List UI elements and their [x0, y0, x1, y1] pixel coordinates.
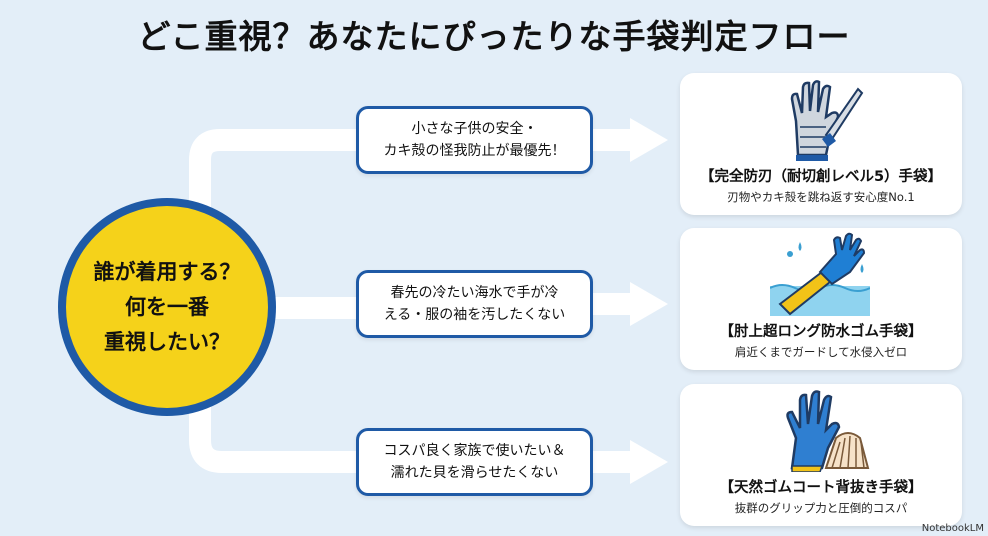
question-box-safety: 小さな子供の安全・ カキ殻の怪我防止が最優先！: [356, 106, 593, 174]
arrow-head-1: [630, 118, 668, 162]
result-title: 【天然ゴムコート背抜き手袋】: [719, 480, 923, 496]
result-card-cut-resistant: 【完全防刃（耐切創レベル5）手袋】 刃物やカキ殻を跳ね返す安心度No.1: [680, 73, 962, 215]
arrow-head-2: [630, 282, 668, 326]
result-subtitle: 肩近くまでガードして水侵入ゼロ: [734, 345, 908, 359]
result-subtitle: 抜群のグリップ力と圧倒的コスパ: [734, 501, 908, 515]
question-box-cold-water: 春先の冷たい海水で手が冷 える・服の袖を汚したくない: [356, 270, 593, 338]
question-text: 春先の冷たい海水で手が冷 える・服の袖を汚したくない: [383, 285, 566, 323]
result-card-long-rubber: 【肘上超ロング防水ゴム手袋】 肩近くまでガードして水侵入ゼロ: [680, 228, 962, 370]
connector-top: [189, 129, 356, 215]
connector-bottom: [189, 400, 356, 473]
watermark: NotebookLM: [921, 523, 984, 534]
result-card-rubber-coated: 【天然ゴムコート背抜き手袋】 抜群のグリップ力と圧倒的コスパ: [680, 384, 962, 526]
arrow-head-3: [630, 440, 668, 484]
page-title: どこ重視？あなたにぴったりな手袋判定フロー: [137, 17, 851, 56]
result-title: 【完全防刃（耐切創レベル5）手袋】: [699, 169, 943, 185]
long-rubber-glove-icon: [770, 232, 870, 316]
result-title: 【肘上超ロング防水ゴム手袋】: [719, 324, 923, 340]
question-text: 小さな子供の安全・ カキ殻の怪我防止が最優先！: [383, 121, 566, 159]
rubber-coated-glove-icon: [786, 390, 870, 472]
question-text: コスパ良く家族で使いたい＆ 濡れた貝を滑らせたくない: [383, 443, 566, 481]
result-subtitle: 刃物やカキ殻を跳ね返す安心度No.1: [727, 190, 915, 204]
question-box-cost: コスパ良く家族で使いたい＆ 濡れた貝を滑らせたくない: [356, 428, 593, 496]
start-circle: 誰が着用する？ 何を一番 重視したい？: [58, 198, 276, 416]
start-question: 誰が着用する？ 何を一番 重視したい？: [93, 259, 241, 354]
cut-resistant-glove-icon: [790, 80, 864, 161]
